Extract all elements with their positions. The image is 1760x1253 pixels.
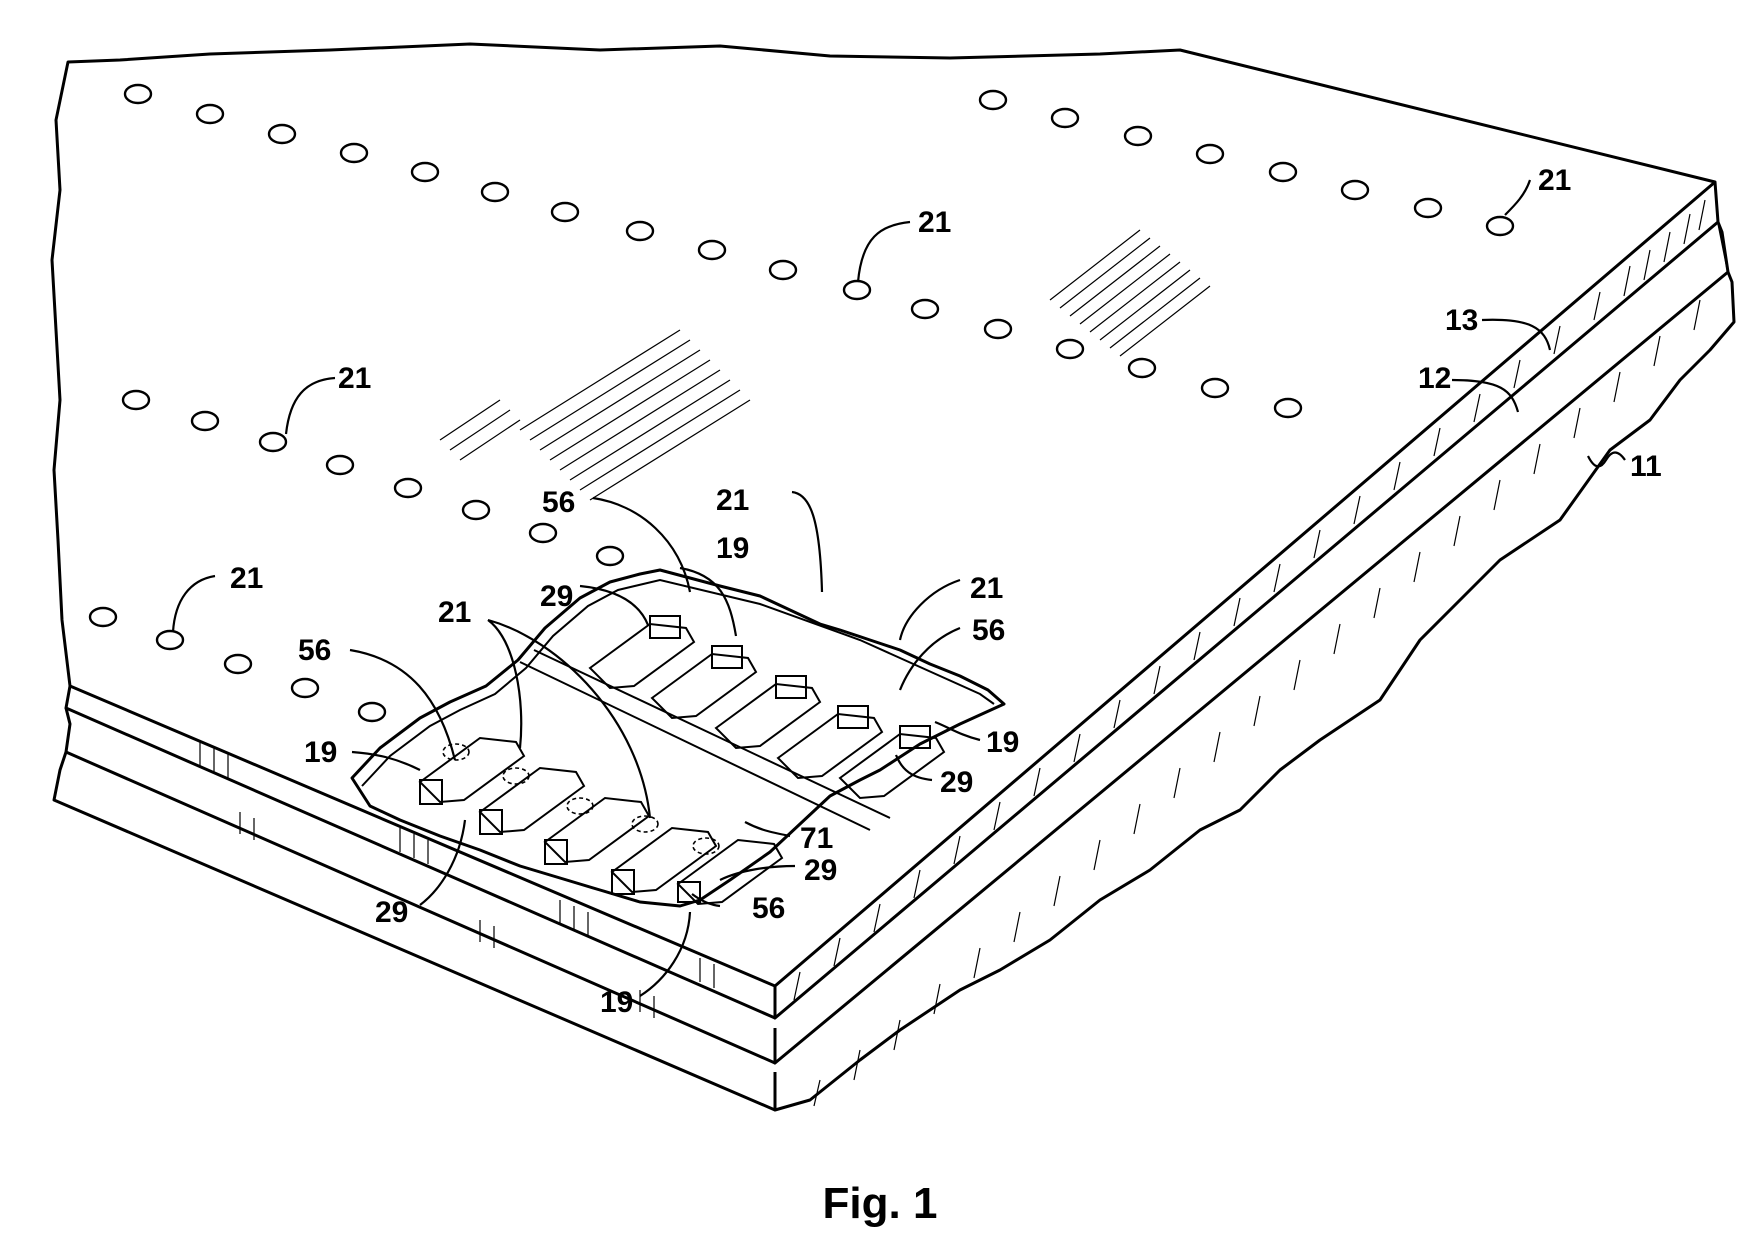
label-56-right: 56	[972, 614, 1005, 647]
surface-sheen	[440, 230, 1210, 500]
label-19-left: 19	[304, 736, 337, 769]
contact-springs-back	[590, 616, 944, 798]
circuit-board-assembly	[52, 44, 1734, 1110]
edge-shading	[200, 200, 1705, 1106]
label-21-cavity-right: 21	[970, 572, 1003, 605]
via-holes	[90, 85, 1513, 721]
label-21-cavity-left: 21	[438, 596, 471, 629]
label-19-top: 19	[716, 532, 749, 565]
label-21-left-lower: 21	[230, 562, 263, 595]
layer-edges-right	[775, 182, 1734, 1110]
label-29-right: 29	[940, 766, 973, 799]
label-11: 11	[1630, 450, 1662, 483]
label-71: 71	[800, 822, 833, 855]
label-21-top-right: 21	[1538, 164, 1571, 197]
label-56-top: 56	[542, 486, 575, 519]
contact-springs-front	[420, 738, 782, 904]
reference-labels: 21 21 21 21 21 21 21 13 12 11 56 56 56 5…	[230, 164, 1662, 1019]
label-21-top-mid: 21	[918, 206, 951, 239]
label-56-left: 56	[298, 634, 331, 667]
figure-caption: Fig. 1	[823, 1179, 938, 1228]
leader-lines	[173, 180, 1625, 996]
label-56-bottom: 56	[752, 892, 785, 925]
label-19-right: 19	[986, 726, 1019, 759]
label-13: 13	[1445, 304, 1478, 337]
label-19-bottom: 19	[600, 986, 633, 1019]
label-29-mid: 29	[804, 854, 837, 887]
layer-edges-front	[54, 686, 775, 1110]
contact-pads	[443, 744, 719, 854]
label-29-left: 29	[375, 896, 408, 929]
label-21-cavity-top: 21	[716, 484, 749, 517]
label-29-top: 29	[540, 580, 573, 613]
board-top-surface	[52, 44, 1715, 986]
label-12: 12	[1418, 362, 1451, 395]
label-21-left-upper: 21	[338, 362, 371, 395]
